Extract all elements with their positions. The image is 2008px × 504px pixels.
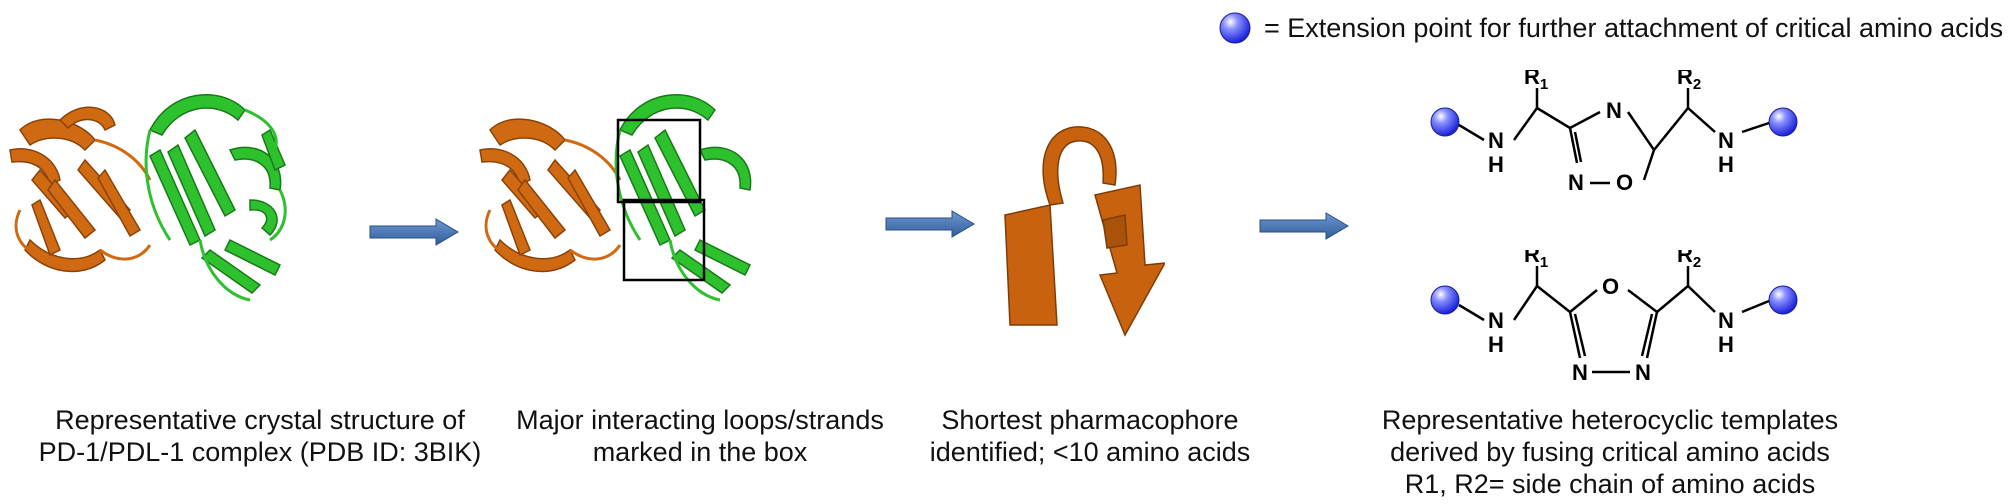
extension-point-sphere-icon [1219,12,1251,44]
svg-text:H: H [1718,152,1734,177]
svg-text:R1: R1 [1524,250,1548,271]
pdl1-chain [148,93,286,294]
svg-text:R2: R2 [1677,250,1701,271]
svg-text:N: N [1606,98,1622,123]
interaction-box-bottom [622,198,706,282]
arrow-1 [369,218,459,246]
interaction-box-top [616,118,702,204]
extension-sphere-icon [1430,285,1460,315]
caption-pharmacophore: Shortest pharmacophore identified; <10 a… [929,405,1251,467]
caption-marked-loops: Major interacting loops/strands marked i… [516,405,884,467]
oxadiazole-template-2: R1 R2 N H O N N N H [1430,250,1798,385]
oxadiazole-template-1: R1 R2 N H N N O N H [1430,70,1798,195]
crystal-structure-image [9,93,287,302]
svg-text:N: N [1718,128,1734,153]
svg-text:N: N [1635,360,1651,385]
svg-text:N: N [1568,170,1584,195]
pharmacophore-strand-image [1004,126,1165,337]
caption-crystal-structure: Representative crystal structure of PD-1… [38,405,482,467]
svg-text:R1: R1 [1524,70,1548,93]
extension-sphere-icon [1768,285,1798,315]
svg-text:H: H [1718,332,1734,357]
extension-sphere-icon [1768,107,1798,137]
legend: = Extension point for further attachment… [1218,8,2003,48]
svg-text:H: H [1488,332,1504,357]
legend-text: = Extension point for further attachment… [1264,12,2004,43]
svg-text:N: N [1488,128,1504,153]
marked-loops-image [479,93,752,302]
svg-text:O: O [1602,274,1619,299]
svg-text:H: H [1488,152,1504,177]
svg-text:N: N [1718,308,1734,333]
caption-heterocyclic-templates: Representative heterocyclic templates de… [1381,405,1839,499]
pd1-chain [9,106,142,273]
arrow-2 [885,210,975,238]
svg-text:R2: R2 [1677,70,1701,93]
svg-text:N: N [1572,360,1588,385]
svg-text:N: N [1488,308,1504,333]
extension-sphere-icon [1430,107,1460,137]
arrow-3 [1259,212,1349,240]
svg-text:O: O [1616,170,1633,195]
